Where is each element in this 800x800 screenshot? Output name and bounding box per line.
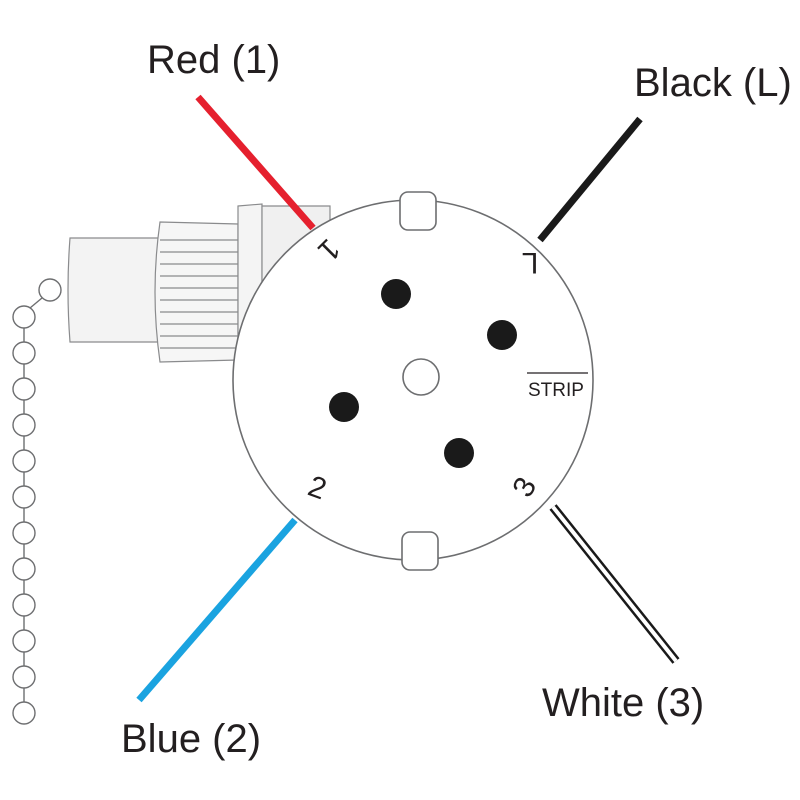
chain-bead [12,521,36,545]
chain-bead [12,449,36,473]
contact-dot [381,279,411,309]
chain-bead [12,485,36,509]
contact-dot [444,438,474,468]
chain-bead [12,629,36,653]
chain-bead [12,557,36,581]
white-wire-label: White (3) [542,681,704,725]
blue-wire-label: Blue (2) [121,717,261,761]
blue-wire [136,517,298,703]
chain-bead [12,593,36,617]
center-hole [402,358,440,396]
terminal-label-l: L [522,246,539,279]
pull-chain [12,278,62,725]
chain-bead [12,665,36,689]
black-wire [537,116,643,243]
chain-bead [38,278,62,302]
white-wire [549,504,680,664]
contact-dot [487,320,517,350]
bottom-notch [401,531,439,571]
chain-bead [12,377,36,401]
contact-dot [329,392,359,422]
chain-bead [12,413,36,437]
chain-bead [12,341,36,365]
red-wire-label: Red (1) [147,38,280,82]
strip-label: STRIP [528,380,584,401]
chain-bead [12,701,36,725]
black-wire-label: Black (L) [634,61,792,105]
red-wire [195,94,316,231]
chain-bead [12,305,36,329]
top-notch [399,191,437,231]
